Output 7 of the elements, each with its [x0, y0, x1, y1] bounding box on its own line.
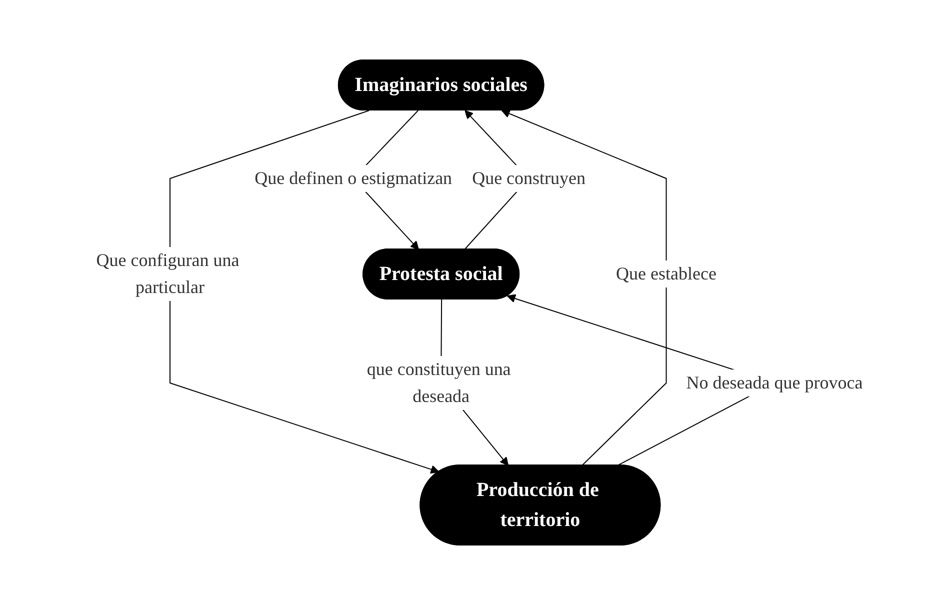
arrow [502, 109, 667, 466]
edge-label: Que establece [616, 263, 717, 284]
edge-label: Que construyen [472, 168, 586, 188]
edge-label: Que definen o estigmatizan [254, 168, 452, 188]
edge-label: Que configuran una particular [96, 250, 240, 297]
edge-label: que constituyen una deseada [366, 358, 511, 406]
edge-label: No deseada que provoca [686, 372, 863, 392]
